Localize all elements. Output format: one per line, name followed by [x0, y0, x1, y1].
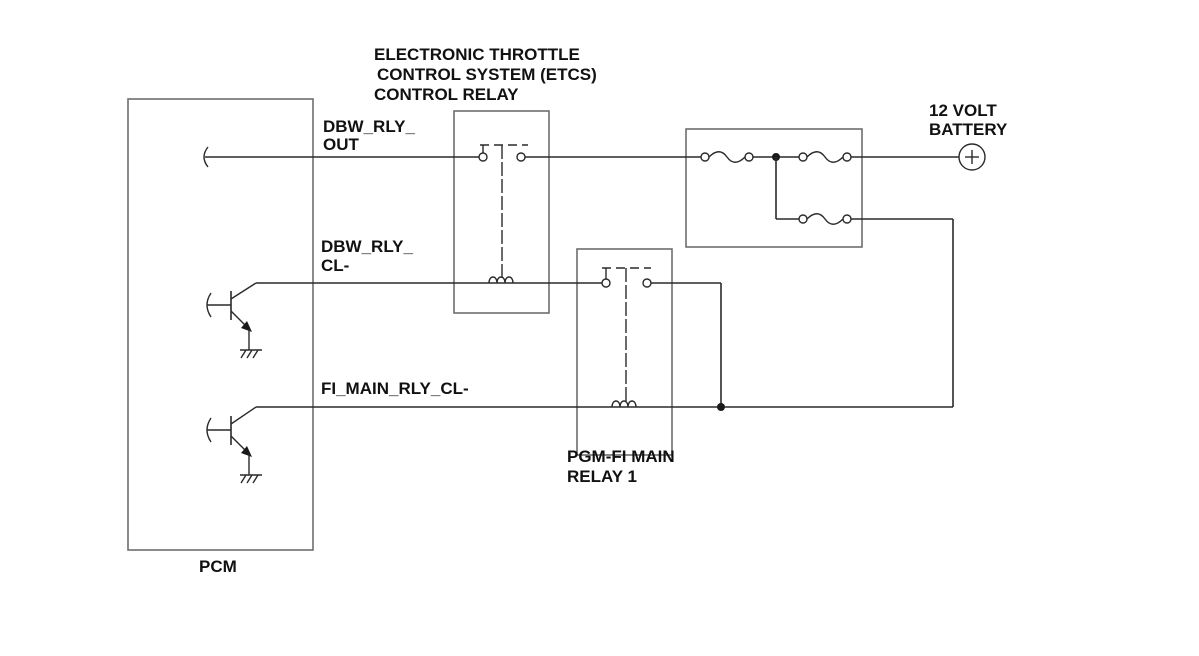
dbw-out-label-line2: OUT	[323, 135, 360, 154]
dbw-rly-out-circuit	[203, 144, 959, 407]
etcs-contact-left	[478, 152, 488, 162]
bottom-junction-dot	[717, 403, 725, 411]
fuse1-term-right	[744, 152, 754, 162]
ground2-icon	[240, 474, 259, 484]
pcm-box	[127, 98, 314, 551]
ground1-icon	[240, 349, 259, 359]
fuse2-icon	[806, 151, 844, 163]
dbw-out-label: DBW_RLY_ OUT	[323, 117, 415, 154]
transistor2-collector	[230, 406, 257, 425]
pgm-title-line2: RELAY 1	[567, 467, 637, 486]
etcs-relay-title: ELECTRONIC THROTTLE CONTROL SYSTEM (ETCS…	[374, 45, 597, 104]
etcs-coil-icon	[488, 276, 514, 284]
pgm-fi-relay-title: PGM-FI MAIN RELAY 1	[567, 447, 675, 486]
pcm-label: PCM	[199, 557, 237, 576]
dbw-rly-cl-circuit	[206, 267, 722, 407]
pgm-contact-left	[601, 278, 611, 288]
pgm-contact-right	[642, 278, 652, 288]
battery-label-line2: BATTERY	[929, 120, 1008, 139]
dbw-cl-label: DBW_RLY_ CL-	[321, 237, 413, 275]
etcs-relay-box	[453, 110, 550, 314]
dbw-out-label-line1: DBW_RLY_	[323, 117, 415, 136]
battery-label-line1: 12 VOLT	[929, 101, 997, 120]
pcm-connector-icon	[203, 146, 209, 168]
etcs-contact-right	[516, 152, 526, 162]
fuse3-icon	[806, 213, 844, 225]
etcs-title-line3: CONTROL RELAY	[374, 85, 519, 104]
battery-symbol	[958, 143, 986, 171]
dbw-cl-label-line1: DBW_RLY_	[321, 237, 413, 256]
pgm-coil-icon	[611, 400, 637, 408]
pgm-title-line1: PGM-FI MAIN	[567, 447, 675, 466]
fuse3-term-left	[798, 214, 808, 224]
transistor1-collector	[230, 282, 257, 300]
fuse1-term-left	[700, 152, 710, 162]
fuse-box	[685, 128, 863, 248]
etcs-title-line1: ELECTRONIC THROTTLE	[374, 45, 580, 64]
fuse1-icon	[708, 151, 746, 163]
fi-main-rly-cl-circuit	[206, 400, 953, 484]
fuse3-term-right	[842, 214, 852, 224]
fuse2-term-right	[842, 152, 852, 162]
battery-label: 12 VOLT BATTERY	[929, 101, 1008, 139]
etcs-title-line2: CONTROL SYSTEM (ETCS)	[377, 65, 597, 84]
dbw-cl-label-line2: CL-	[321, 256, 349, 275]
fuse2-term-left	[798, 152, 808, 162]
pgm-fi-relay-box	[576, 248, 673, 456]
fi-main-label: FI_MAIN_RLY_CL-	[321, 379, 469, 398]
